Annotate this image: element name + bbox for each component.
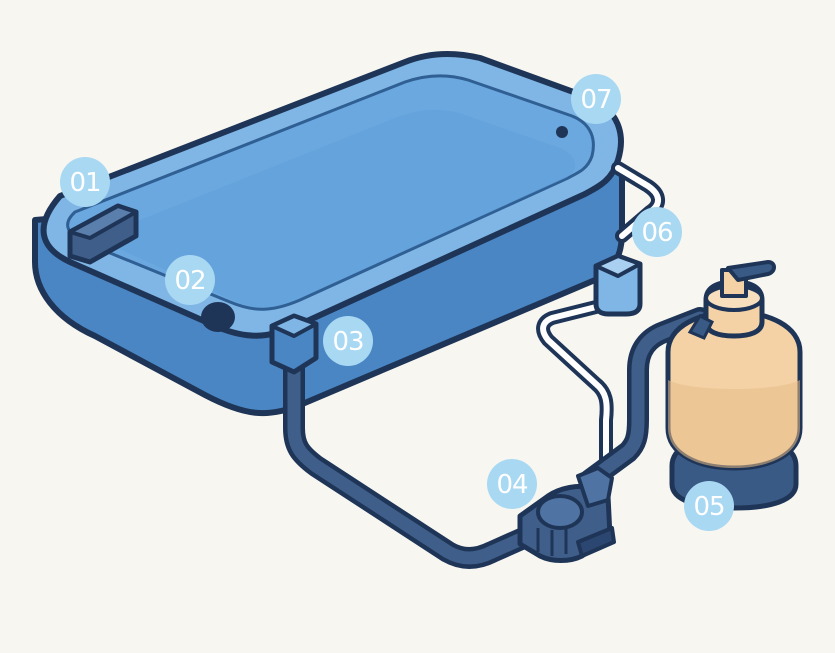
callout-07: 07 [571,74,621,124]
callout-03-label: 03 [332,327,363,357]
callout-04-label: 04 [496,470,528,500]
callout-06: 06 [632,207,682,257]
return-fitting [272,316,316,372]
main-drain [201,302,235,332]
callout-01-label: 01 [69,168,100,198]
callout-07-label: 07 [580,85,611,115]
return-inlet [596,256,640,314]
callout-02: 02 [165,255,215,305]
callout-03: 03 [323,316,373,366]
callout-05: 05 [684,481,734,531]
callout-04: 04 [487,459,537,509]
wall-inlet [556,126,568,138]
callout-01: 01 [60,157,110,207]
sand-filter [668,262,800,508]
callout-02-label: 02 [174,266,205,296]
callout-05-label: 05 [693,492,724,522]
callout-06-label: 06 [641,218,672,248]
return-line-lower [543,304,608,478]
